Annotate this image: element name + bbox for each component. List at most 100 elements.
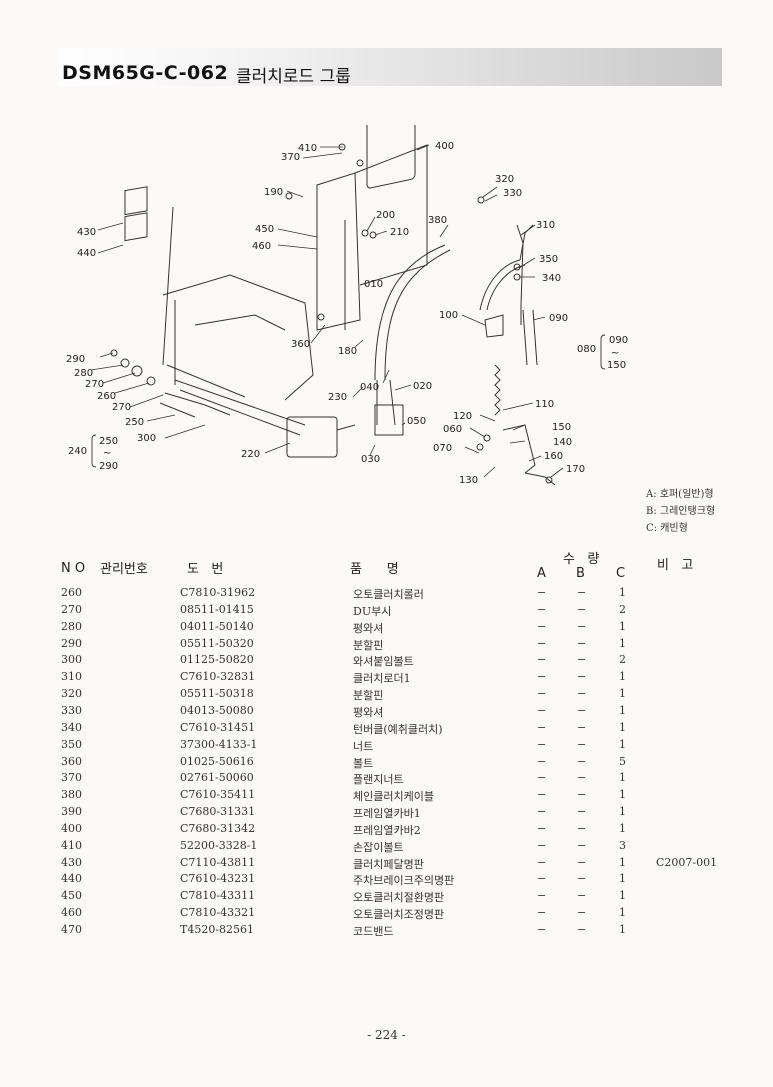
cell-no: 350 — [61, 737, 82, 751]
cell-no: 460 — [61, 906, 82, 920]
cell-part: 01125-50820 — [180, 653, 254, 667]
callout-240-range-start: 250 — [99, 436, 118, 447]
cell-c: 1 — [619, 788, 626, 802]
callout-160: 160 — [544, 451, 563, 462]
callout-080-range-start: 090 — [609, 335, 628, 346]
variant-legend: A: 호퍼(일반)형 B: 그레인탱크형 C: 캐빈형 — [646, 486, 715, 537]
callout-410: 410 — [298, 143, 317, 154]
cell-no: 310 — [61, 670, 82, 684]
cell-a: − — [537, 838, 547, 852]
cell-no: 340 — [61, 720, 82, 734]
callout-150: 150 — [552, 422, 571, 433]
col-header-remark: 비 고 — [657, 558, 694, 573]
callout-010: 010 — [364, 279, 383, 290]
callout-360: 360 — [291, 339, 310, 350]
callout-110: 110 — [535, 399, 554, 410]
callout-170: 170 — [566, 464, 585, 475]
col-header-mgmt: 관리번호 — [100, 562, 148, 577]
legend-c: C: 캐빈형 — [646, 523, 688, 534]
cell-part: 05511-50320 — [180, 636, 254, 650]
cell-a: − — [537, 754, 547, 768]
cell-no: 430 — [61, 855, 82, 869]
cell-name: 손잡이볼트 — [353, 840, 404, 854]
cell-b: − — [577, 906, 587, 920]
cell-name: 오토클러치조정명판 — [353, 908, 445, 922]
cell-name: 평와셔 — [353, 705, 384, 719]
cell-a: − — [537, 720, 547, 734]
cell-part: C7810-43321 — [180, 906, 256, 920]
callout-320: 320 — [495, 174, 514, 185]
cell-part: 04013-50080 — [180, 703, 254, 717]
callout-380: 380 — [428, 215, 447, 226]
cell-a: − — [537, 805, 547, 819]
cell-name: 볼트 — [353, 756, 374, 770]
cell-a: − — [537, 670, 547, 684]
table-row: 460 C7810-43321 오토클러치조정명판 − − 1 — [0, 906, 773, 923]
cell-b: − — [577, 788, 587, 802]
cell-b: − — [577, 737, 587, 751]
cell-c: 3 — [619, 838, 626, 852]
callout-310: 310 — [536, 220, 555, 231]
cell-c: 1 — [619, 636, 626, 650]
cell-a: − — [537, 906, 547, 920]
cell-part: 52200-3328-1 — [180, 838, 258, 852]
cell-c: 2 — [619, 602, 626, 616]
cell-no: 290 — [61, 636, 82, 650]
cell-name: 오토클러치절환명판 — [353, 891, 445, 905]
cell-b: − — [577, 653, 587, 667]
callout-400: 400 — [435, 141, 454, 152]
cell-part: 08511-01415 — [180, 602, 254, 616]
cell-b: − — [577, 703, 587, 717]
cell-c: 1 — [619, 906, 626, 920]
col-header-no: N O — [61, 561, 86, 576]
cell-name: 턴버클(예취클러치) — [353, 722, 443, 736]
cell-a: − — [537, 737, 547, 751]
cell-name: 프레임열카바2 — [353, 823, 421, 837]
cell-part: 37300-4133-1 — [180, 737, 258, 751]
cell-name: 주차브레이크주의명판 — [353, 874, 455, 888]
cell-part: C7680-31331 — [180, 805, 256, 819]
cell-a: − — [537, 653, 547, 667]
callout-210: 210 — [390, 227, 409, 238]
callout-280: 280 — [74, 368, 93, 379]
callout-120: 120 — [453, 411, 472, 422]
cell-part: C7680-31342 — [180, 821, 256, 835]
cell-part: C7610-31451 — [180, 720, 256, 734]
callout-240-range-sep: ~ — [103, 448, 111, 459]
cell-no: 260 — [61, 586, 82, 599]
cell-a: − — [537, 687, 547, 701]
cell-part: 01025-50616 — [180, 754, 254, 768]
callout-250: 250 — [125, 417, 144, 428]
cell-part: C7610-35411 — [180, 788, 256, 802]
cell-part: C7610-43231 — [180, 872, 256, 886]
cell-no: 390 — [61, 805, 82, 819]
cell-a: − — [537, 771, 547, 785]
cell-b: − — [577, 636, 587, 650]
cell-part: C7610-32831 — [180, 670, 256, 684]
callout-030: 030 — [361, 454, 380, 465]
cell-c: 1 — [619, 687, 626, 701]
cell-c: 5 — [619, 754, 626, 768]
col-header-a: A — [537, 566, 546, 581]
cell-b: − — [577, 619, 587, 633]
cell-c: 1 — [619, 771, 626, 785]
cell-a: − — [537, 889, 547, 903]
callout-270: 270 — [85, 379, 104, 390]
cell-c: 1 — [619, 855, 626, 869]
cell-name: 분할핀 — [353, 638, 384, 652]
cell-name: 분할핀 — [353, 689, 384, 703]
cell-name: 오토클러치롤러 — [353, 588, 424, 601]
callout-080-range-sep: ~ — [611, 348, 619, 359]
cell-no: 440 — [61, 872, 82, 886]
cell-name: 와셔붙임볼트 — [353, 655, 414, 669]
